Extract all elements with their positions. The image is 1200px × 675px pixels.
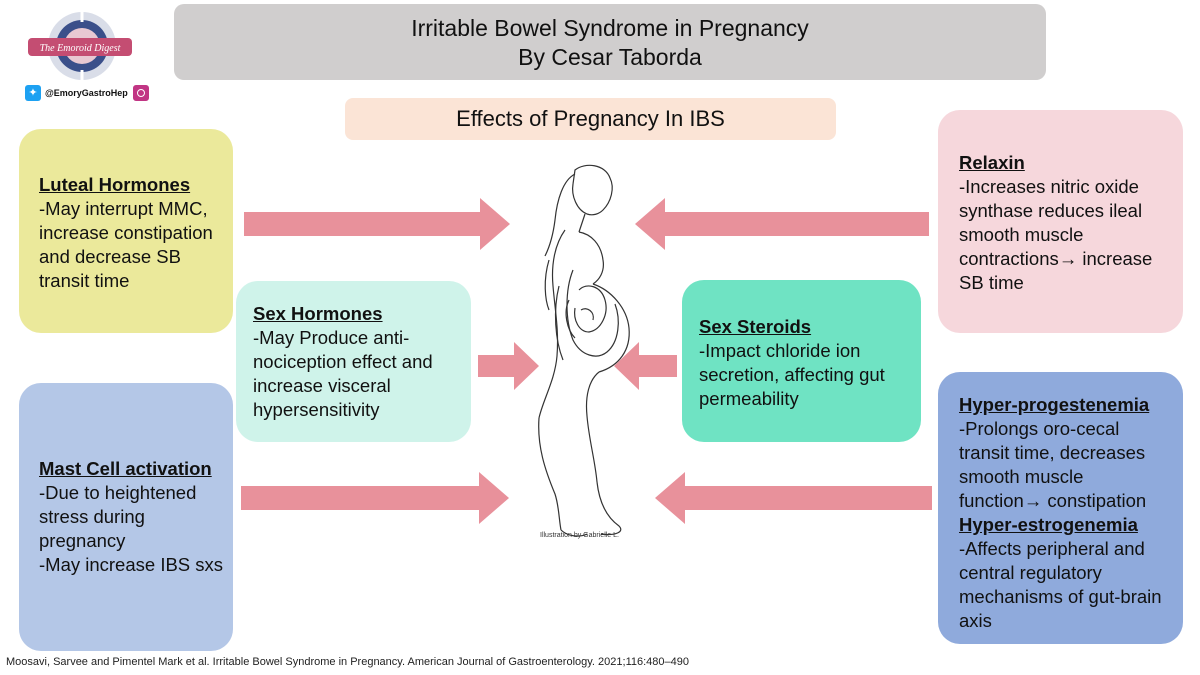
sex-steroids-text: -Impact chloride ion secretion, affectin…	[699, 340, 885, 409]
hyper-hormones-box: Hyper-progestenemia -Prolongs oro-cecal …	[938, 372, 1183, 644]
subtitle-box: Effects of Pregnancy In IBS	[345, 98, 836, 140]
sex-steroids-heading: Sex Steroids	[699, 316, 812, 337]
instagram-icon	[131, 84, 150, 102]
arrow-hyper-to-figure	[655, 472, 932, 524]
relaxin-text: -Increases nitric oxide synthase reduces…	[959, 176, 1153, 293]
sex-hormones-heading: Sex Hormones	[253, 303, 383, 324]
svg-text:The Emoroid Digest: The Emoroid Digest	[40, 43, 121, 54]
illustration-caption: Illustration by Gabrielle L.	[540, 532, 619, 539]
luteal-hormones-heading: Luteal Hormones	[39, 174, 191, 195]
mast-cell-box: Mast Cell activation -Due to heightened …	[19, 383, 233, 651]
hyper-progestenemia-text: -Prolongs oro-cecal transit time, decrea…	[959, 418, 1147, 511]
mast-cell-text: -Due to heightened stress during pregnan…	[39, 482, 224, 575]
sex-steroids-box: Sex Steroids -Impact chloride ion secret…	[682, 280, 921, 442]
title-banner: Irritable Bowel Syndrome in Pregnancy By…	[174, 4, 1046, 80]
arrow-luteal-to-figure	[244, 198, 510, 250]
relaxin-heading: Relaxin	[959, 152, 1025, 173]
hyper-estrogenemia-text: -Affects peripheral and central regulato…	[959, 538, 1162, 631]
twitter-icon: ✦	[25, 85, 41, 101]
citation: Moosavi, Sarvee and Pimentel Mark et al.…	[6, 656, 689, 668]
social-handle: @EmoryGastroHep	[45, 88, 128, 98]
hyper-progestenemia-heading: Hyper-progestenemia	[959, 394, 1150, 415]
luteal-hormones-box: Luteal Hormones -May interrupt MMC, incr…	[19, 129, 233, 333]
mast-cell-heading: Mast Cell activation	[39, 458, 212, 479]
social-handles: ✦ @EmoryGastroHep	[25, 84, 150, 102]
sex-hormones-text: -May Produce anti- nociception effect an…	[253, 327, 433, 420]
arrow-sex-hormones-to-figure	[478, 342, 539, 390]
title-line-1: Irritable Bowel Syndrome in Pregnancy	[411, 15, 809, 41]
sex-hormones-box: Sex Hormones -May Produce anti- nocicept…	[236, 281, 471, 442]
relaxin-box: Relaxin -Increases nitric oxide synthase…	[938, 110, 1183, 333]
arrow-relaxin-to-figure	[635, 198, 929, 250]
emoroid-digest-logo: The Emoroid Digest	[28, 12, 132, 80]
pregnant-woman-illustration	[538, 164, 630, 537]
title-line-2: By Cesar Taborda	[518, 44, 702, 70]
arrow-sex-steroids-to-figure	[614, 342, 677, 390]
arrow-mast-cell-to-figure	[241, 472, 509, 524]
hyper-estrogenemia-heading: Hyper-estrogenemia	[959, 514, 1138, 535]
luteal-hormones-text: -May interrupt MMC, increase constipatio…	[39, 198, 213, 291]
